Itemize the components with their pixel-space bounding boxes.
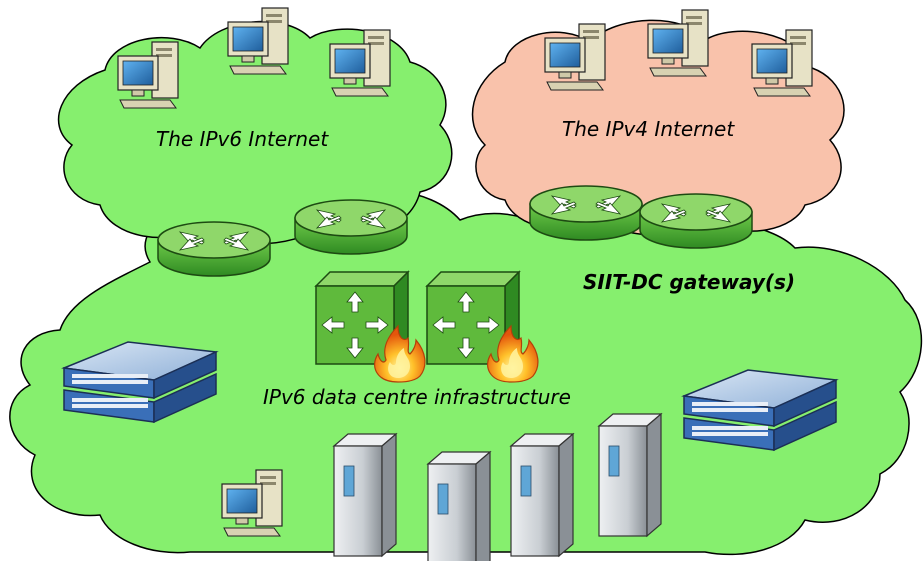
router-icon	[157, 221, 271, 277]
ipv6-internet-label: The IPv6 Internet	[156, 127, 329, 151]
gateway-router-icon	[529, 185, 643, 241]
server-tower-icon	[598, 413, 662, 537]
server-tower-icon	[510, 433, 574, 557]
server-tower-icon	[427, 451, 491, 561]
gateway-router-icon	[639, 193, 753, 249]
router-icon	[294, 199, 408, 255]
ipv4-internet-label: The IPv4 Internet	[562, 117, 735, 141]
datacentre-label: IPv6 data centre infrastructure	[263, 385, 571, 409]
gateway-label: SIIT-DC gateway(s)	[583, 270, 796, 294]
server-tower-icon	[333, 433, 397, 557]
